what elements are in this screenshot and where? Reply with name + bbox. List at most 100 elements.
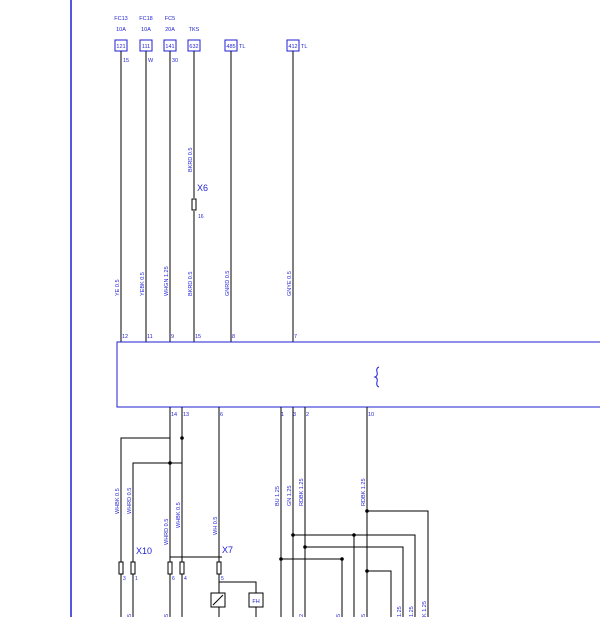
- connector-x6-body: [191, 198, 197, 211]
- switch-symbol-diagonal: [212, 594, 224, 606]
- wire-label: GNRD 0.5: [225, 271, 231, 296]
- module-pin: 11: [147, 334, 153, 340]
- wire-label: GN 1.25: [287, 486, 293, 506]
- module-top-pins: 12 11 9 15 8 7: [122, 334, 297, 340]
- module-pin: 9: [171, 334, 174, 340]
- connector-x6-pin: 16: [198, 214, 204, 220]
- connector-x10-pin-body: [130, 561, 136, 575]
- ref-suffix: TL: [239, 44, 245, 50]
- wire-label: WH 0.5: [213, 517, 219, 535]
- module-pin: 15: [195, 334, 201, 340]
- connector-x10-pin: 1: [135, 576, 138, 582]
- ref-412: 412 TL: [286, 39, 307, 52]
- edge-label: 1.25: [409, 606, 415, 617]
- connector-x7-pin-body: [179, 561, 185, 575]
- module-pin: 6: [220, 412, 223, 418]
- bottom-wire-labels: WHBK 0.5 WHRD 0.5 WHRD 0.5 WHBK 0.5 WH 0…: [115, 478, 367, 545]
- control-module-outline: [116, 341, 600, 408]
- wire-pin13: [132, 407, 183, 562]
- module-pin: 10: [368, 412, 374, 418]
- fuse-box-number: 632: [189, 44, 198, 50]
- fuse-box-number: 121: [116, 44, 125, 50]
- connector-x7: X7 6 4 5: [167, 545, 233, 582]
- edge-label: K 1.25: [422, 601, 428, 617]
- wire-branch-d: [281, 558, 343, 617]
- top-wires: [120, 51, 294, 342]
- edge-label: 1.25: [397, 606, 403, 617]
- connector-x7-label: X7: [222, 545, 233, 555]
- wire-label: YE 0.5: [115, 279, 121, 296]
- wire-label: RDBK 1.25: [299, 478, 305, 506]
- module-bottom-pins: 14 13 6 1 3 2 10: [171, 412, 374, 418]
- module-pin: 14: [171, 412, 177, 418]
- wire-label: WHGN 1.25: [164, 266, 170, 296]
- wire-pin14: [120, 407, 171, 562]
- junction-dot: [291, 533, 295, 537]
- fuse-fc5: FC5 20A 141 30: [163, 16, 178, 64]
- module-pin: 8: [232, 334, 235, 340]
- fuse-name: FC5: [165, 16, 175, 22]
- module-brace-symbol: [373, 366, 380, 388]
- connector-x7-pin: 4: [184, 576, 187, 582]
- connector-x6: X6 16 BKRD 0.5: [188, 148, 208, 220]
- wire-branch-e: [367, 570, 392, 617]
- bottom-wires: [120, 407, 429, 617]
- fuse-rating: 10A: [141, 27, 151, 33]
- connector-x7-pin-body: [216, 561, 222, 575]
- connector-x7-pin: 5: [221, 576, 224, 582]
- connector-x6-label: X6: [197, 183, 208, 193]
- fuse-rating: 10A: [116, 27, 126, 33]
- connector-x10-label: X10: [136, 546, 152, 556]
- edge-label: 5: [361, 614, 367, 617]
- fuse-pin: 15: [123, 58, 129, 64]
- wire-label: WHRD 0.5: [164, 519, 170, 545]
- junction-dot: [365, 569, 369, 573]
- module-pin: 2: [306, 412, 309, 418]
- wire-label: BKRD 0.5: [188, 272, 194, 296]
- wire-label: BU 1.25: [275, 486, 281, 506]
- control-module: [116, 341, 600, 408]
- fuse-fc13: FC13 10A 121 15: [114, 16, 129, 64]
- fh-component-label: FH: [252, 599, 259, 605]
- module-pin: 7: [294, 334, 297, 340]
- fuse-fc18: FC18 10A 111 W: [139, 16, 154, 64]
- ref-box-number: 412: [288, 44, 297, 50]
- edge-label: 5: [164, 614, 170, 617]
- ref-box-number: 485: [226, 44, 235, 50]
- wire-label: RDBK 1.25: [361, 478, 367, 506]
- connector-x10: X10 3 1: [118, 546, 152, 582]
- fuse-pin: 30: [172, 58, 178, 64]
- fuse-name: TKS: [189, 27, 200, 33]
- fuse-name: FC13: [114, 16, 127, 22]
- fuse-tks: TKS 632: [187, 27, 201, 52]
- wire-label: WHBK 0.5: [176, 502, 182, 528]
- edge-label: 5: [336, 614, 342, 617]
- module-pin: 13: [183, 412, 189, 418]
- edge-label: 5: [127, 614, 133, 617]
- edge-label: 2: [299, 614, 305, 617]
- junction-dots: [168, 436, 369, 573]
- fuse-box-number: 111: [142, 44, 150, 50]
- junction-dot: [340, 557, 344, 561]
- fuse-rating: 20A: [165, 27, 175, 33]
- wire-branch-b: [293, 534, 416, 617]
- wire-branch-c: [305, 546, 404, 617]
- fuse-box-number: 141: [165, 44, 174, 50]
- ref-suffix: TL: [301, 44, 307, 50]
- wire-label-above-x6: BKRD 0.5: [188, 148, 194, 172]
- bottom-edge-labels: 5 5 2 5 5 1.25 1.25 K 1.25: [127, 601, 428, 617]
- wire-label: WHRD 0.5: [127, 488, 133, 514]
- junction-dot: [303, 545, 307, 549]
- junction-dot: [168, 461, 172, 465]
- ref-485: 485 TL: [224, 39, 245, 52]
- junction-dot: [180, 436, 184, 440]
- wire-to-fh: [219, 581, 257, 593]
- junction-dot: [352, 533, 356, 537]
- module-pin: 3: [293, 412, 296, 418]
- wire-branch-a: [367, 510, 429, 617]
- connector-x7-pin-body: [167, 561, 173, 575]
- connector-x10-pin-body: [118, 561, 124, 575]
- top-wire-labels: YE 0.5 YEBK 0.5 WHGN 1.25 BKRD 0.5 GNRD …: [115, 266, 293, 296]
